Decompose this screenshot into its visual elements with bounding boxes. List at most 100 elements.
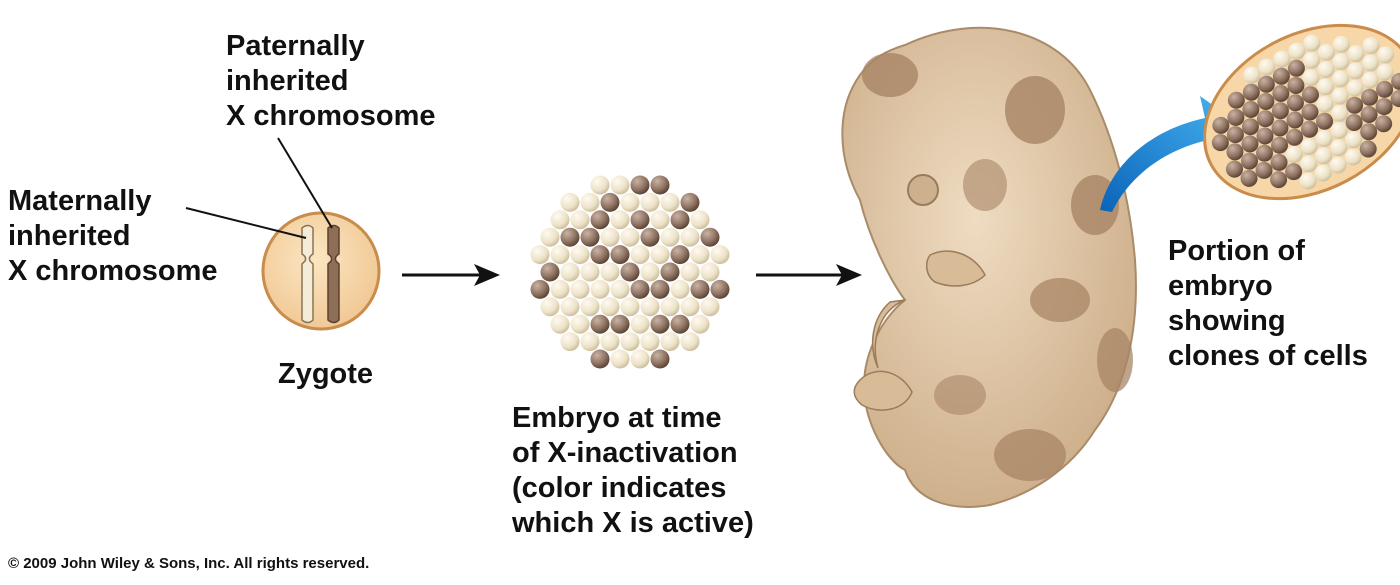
maternal-active-cell xyxy=(620,332,640,352)
paternal-active-cell xyxy=(1227,91,1245,109)
copyright-notice: © 2009 John Wiley & Sons, Inc. All right… xyxy=(8,555,370,572)
paternal-active-cell xyxy=(1287,59,1305,77)
paternal-active-cell xyxy=(1241,118,1259,136)
paternal-active-cell xyxy=(1287,77,1305,95)
paternal-active-cell xyxy=(1360,123,1378,141)
paternal-active-cell xyxy=(610,314,630,334)
paternal-active-cell xyxy=(1240,152,1258,170)
maternal-active-cell xyxy=(1303,34,1321,52)
label-portion-line-1: Portion of xyxy=(1168,235,1305,267)
paternal-active-cell xyxy=(1270,171,1288,189)
paternal-active-cell xyxy=(600,192,620,212)
label-embryo-line-2: of X-inactivation xyxy=(512,437,738,469)
paternal-active-cell xyxy=(1361,88,1379,106)
maternal-active-cell xyxy=(550,245,570,265)
paternal-active-cell xyxy=(670,210,690,230)
pigment-patch xyxy=(1005,76,1065,144)
maternal-active-cell xyxy=(660,297,680,317)
pigment-patch xyxy=(862,53,918,97)
paternal-active-cell xyxy=(1212,116,1230,134)
paternal-active-cell xyxy=(1301,103,1319,121)
maternal-active-cell xyxy=(680,297,700,317)
paternal-active-cell xyxy=(670,314,690,334)
maternal-active-cell xyxy=(1347,45,1365,63)
paternal-active-cell xyxy=(630,210,650,230)
label-paternal-line-1: Paternally xyxy=(226,30,365,62)
maternal-active-cell xyxy=(590,279,610,299)
paternal-active-cell xyxy=(1270,153,1288,171)
label-portion-line-4: clones of cells xyxy=(1168,340,1368,372)
maternal-active-cell xyxy=(1329,156,1347,174)
pigment-patch xyxy=(994,429,1066,481)
paternal-active-cell xyxy=(1241,135,1259,153)
maternal-active-cell xyxy=(1361,71,1379,89)
arrow-zygote-to-embryo xyxy=(402,264,500,286)
maternal-active-cell xyxy=(700,262,720,282)
paternal-active-cell xyxy=(650,349,670,369)
paternal-active-cell xyxy=(1242,83,1260,101)
paternal-active-cell xyxy=(1376,80,1394,98)
label-maternal-line-2: inherited xyxy=(8,220,130,252)
paternal-active-cell xyxy=(610,245,630,265)
maternal-active-cell xyxy=(1302,69,1320,87)
paternal-active-cell xyxy=(1211,134,1229,152)
embryo-body xyxy=(841,26,1137,508)
embryo-eye xyxy=(907,174,939,206)
paternal-active-cell xyxy=(1359,140,1377,158)
paternal-active-cell xyxy=(560,227,580,247)
pigment-patch xyxy=(1030,278,1090,322)
early-embryo-cell-cluster xyxy=(530,175,730,369)
embryo-portion-cell-clones xyxy=(1203,23,1400,201)
paternal-active-cell xyxy=(590,210,610,230)
paternal-active-cell xyxy=(1271,119,1289,137)
paternal-active-cell xyxy=(590,349,610,369)
maternal-active-cell xyxy=(1314,164,1332,182)
paternal-active-cell xyxy=(1240,169,1258,187)
maternal-active-cell xyxy=(1316,78,1334,96)
paternal-active-cell xyxy=(640,227,660,247)
paternal-active-cell xyxy=(1256,127,1274,145)
maternal-active-cell xyxy=(1331,87,1349,105)
maternal-active-cell xyxy=(710,245,730,265)
maternal-active-cell xyxy=(1316,95,1334,113)
maternal-active-cell xyxy=(1258,58,1276,76)
maternal-active-cell xyxy=(1273,50,1291,68)
maternal-x-chromosome xyxy=(301,224,314,324)
maternal-active-cell xyxy=(1300,137,1318,155)
maternal-active-cell xyxy=(1331,70,1349,88)
maternal-active-cell xyxy=(540,227,560,247)
maternal-active-cell xyxy=(1317,61,1335,79)
maternal-active-cell xyxy=(1331,104,1349,122)
paternal-active-cell xyxy=(1271,102,1289,120)
maternal-active-cell xyxy=(1362,37,1380,55)
maternal-active-cell xyxy=(590,175,610,195)
label-embryo-line-3: (color indicates xyxy=(512,472,726,504)
maternal-active-cell xyxy=(1330,122,1348,140)
maternal-active-cell xyxy=(1362,54,1380,72)
paternal-active-cell xyxy=(1286,111,1304,129)
maternal-active-cell xyxy=(680,262,700,282)
paternal-active-cell xyxy=(1242,100,1260,118)
maternal-active-cell xyxy=(560,332,580,352)
maternal-active-cell xyxy=(700,297,720,317)
maternal-active-cell xyxy=(610,279,630,299)
maternal-active-cell xyxy=(580,332,600,352)
paternal-active-cell xyxy=(530,279,550,299)
zygote-cell xyxy=(261,211,381,331)
maternal-active-cell xyxy=(1302,51,1320,69)
paternal-active-cell xyxy=(1301,120,1319,138)
maternal-active-cell xyxy=(1344,148,1362,166)
paternal-active-cell xyxy=(680,192,700,212)
maternal-active-cell xyxy=(1346,79,1364,97)
maternal-active-cell xyxy=(1346,62,1364,80)
maternal-active-cell xyxy=(630,245,650,265)
paternal-active-cell xyxy=(580,227,600,247)
maternal-active-cell xyxy=(560,262,580,282)
label-portion-line-2: embryo xyxy=(1168,270,1273,302)
maternal-active-cell xyxy=(650,210,670,230)
paternal-pointer-line xyxy=(277,137,333,229)
maternal-active-cell xyxy=(570,245,590,265)
maternal-active-cell xyxy=(1243,66,1261,84)
maternal-active-cell xyxy=(600,297,620,317)
maternal-active-cell xyxy=(1315,129,1333,147)
